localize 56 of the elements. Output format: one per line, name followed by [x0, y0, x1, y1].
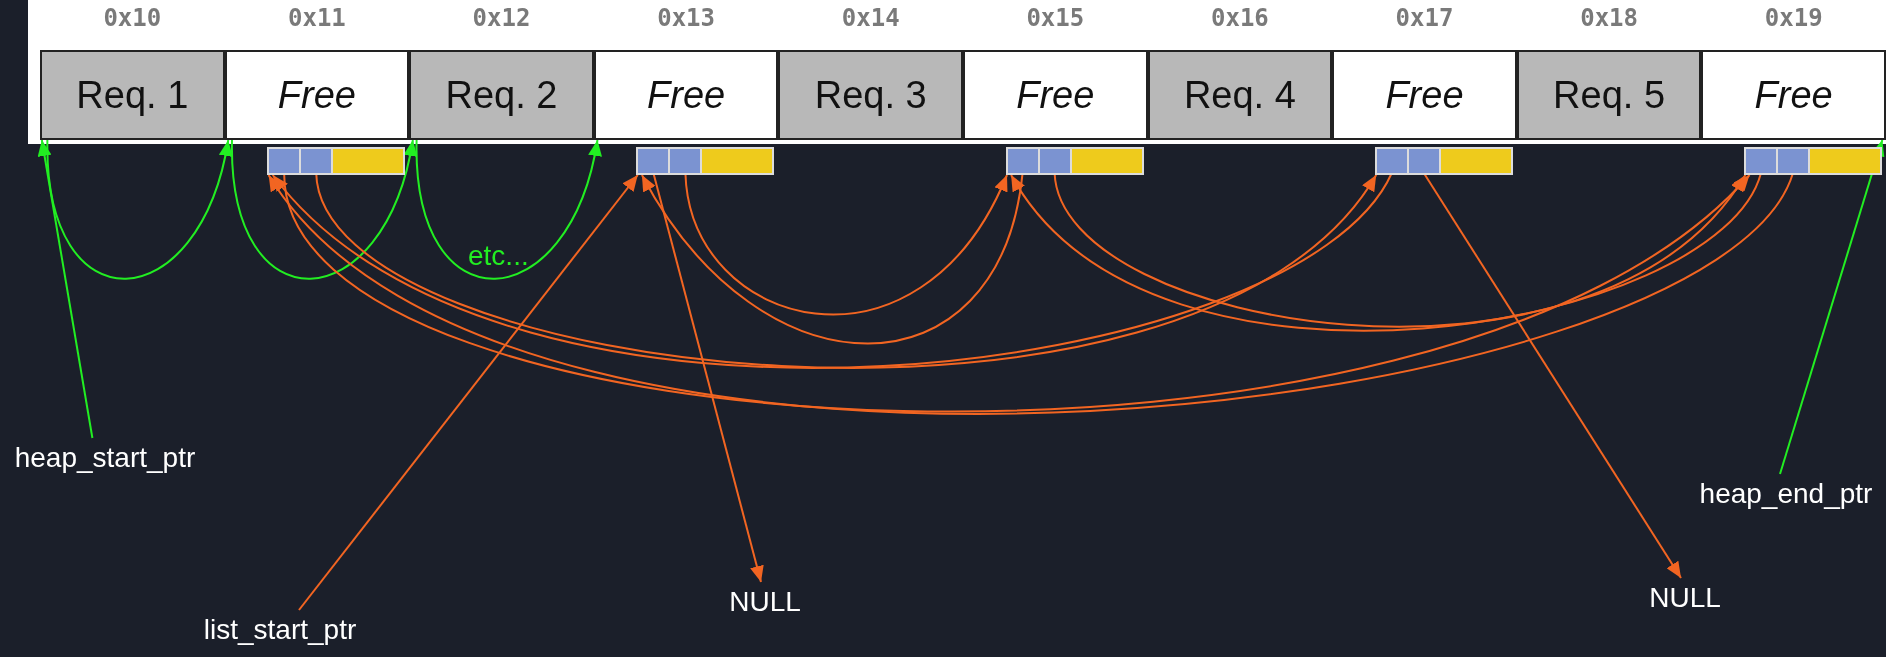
- address-label: 0x11: [287, 4, 347, 32]
- arrow: [1779, 139, 1885, 475]
- pointer-field: [1408, 149, 1439, 173]
- pointer-field: [638, 149, 669, 173]
- arrow: [46, 139, 232, 280]
- size-field: [333, 149, 404, 173]
- address-label: 0x17: [1394, 4, 1455, 32]
- pointer-field: [1039, 149, 1070, 173]
- address-label: 0x19: [1763, 4, 1824, 32]
- pointer-field: [670, 149, 701, 173]
- arrow: [415, 139, 601, 280]
- block-label: Req. 3: [814, 73, 927, 117]
- pointer-field: [1376, 149, 1407, 173]
- block-header: [636, 147, 775, 175]
- block-header: [267, 147, 406, 175]
- pointer-label: heap_end_ptr: [1699, 478, 1873, 510]
- block-label: Free: [1016, 73, 1095, 117]
- pointer-field: [1746, 149, 1776, 173]
- size-field: [1810, 149, 1880, 173]
- address-label: 0x14: [840, 4, 901, 32]
- address-label: 0x13: [656, 4, 716, 32]
- address-label: 0x15: [1025, 4, 1086, 32]
- block-header: [1005, 147, 1144, 175]
- block-label: Free: [1754, 73, 1833, 117]
- pointer-field: [269, 149, 300, 173]
- pointer-label: list_start_ptr: [203, 614, 357, 646]
- block-header: [1744, 147, 1882, 175]
- pointer-field: [301, 149, 332, 173]
- block-label: Free: [647, 73, 726, 117]
- size-field: [1440, 149, 1511, 173]
- address-label: 0x18: [1579, 4, 1639, 32]
- block-label: Free: [1385, 73, 1464, 117]
- arrow: [298, 174, 639, 611]
- address-label: 0x10: [102, 4, 163, 32]
- note-text: etc...: [468, 240, 529, 272]
- null-label: NULL: [1649, 582, 1721, 614]
- arrow: [231, 139, 417, 280]
- arrow: [684, 172, 1008, 315]
- arrow: [37, 139, 94, 439]
- block-label: Req. 5: [1553, 73, 1666, 117]
- address-label: 0x16: [1210, 4, 1270, 32]
- pointer-field: [1007, 149, 1038, 173]
- block-label: Req. 2: [445, 73, 558, 117]
- arrow: [1422, 172, 1682, 579]
- arrow: [652, 172, 764, 583]
- block-header: [1374, 147, 1513, 175]
- size-field: [1071, 149, 1142, 173]
- block-label: Req. 4: [1183, 73, 1296, 117]
- pointer-field: [1778, 149, 1808, 173]
- block-label: Free: [277, 73, 356, 117]
- arrow: [640, 172, 1024, 345]
- null-label: NULL: [729, 586, 801, 618]
- pointer-label: heap_start_ptr: [14, 442, 196, 474]
- size-field: [702, 149, 773, 173]
- address-label: 0x12: [471, 4, 532, 32]
- block-label: Req. 1: [76, 73, 189, 117]
